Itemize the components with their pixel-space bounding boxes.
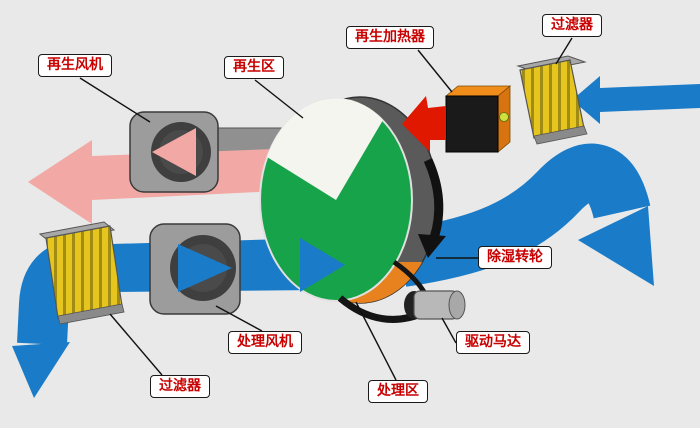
regen-heater-icon (444, 85, 512, 153)
label-filter-bottom: 过滤器 (150, 375, 210, 398)
drive-motor-icon (337, 259, 466, 323)
filter-bottom-icon (38, 221, 125, 325)
label-filter-top: 过滤器 (542, 14, 602, 37)
process-fan-icon (149, 223, 241, 315)
process-air-wheel-arrow (300, 238, 345, 292)
filter-top-icon (516, 55, 588, 145)
process-air-outlet-arrow (397, 143, 654, 287)
hot-air-arrow (402, 96, 446, 152)
label-regen-fan: 再生风机 (38, 54, 112, 77)
label-wheel: 除湿转轮 (478, 246, 552, 269)
regen-fan-icon (129, 111, 219, 193)
label-process-zone: 处理区 (368, 380, 428, 403)
label-regen-zone: 再生区 (224, 56, 284, 79)
regen-air-inlet-arrow (572, 76, 700, 124)
label-regen-heater: 再生加热器 (346, 26, 434, 49)
leader-lines (79, 37, 573, 381)
label-process-fan: 处理风机 (228, 331, 302, 354)
label-drive-motor: 驱动马达 (456, 331, 530, 354)
